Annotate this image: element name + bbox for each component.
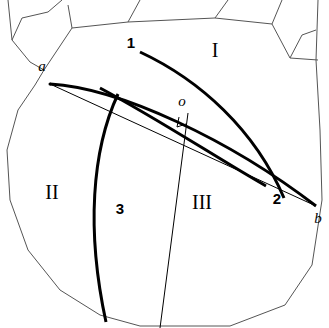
palm-crease [140,52,284,198]
point-a [49,83,52,86]
region-label: II [45,182,58,202]
palm-crease [50,84,316,206]
finger-crease [68,5,72,28]
reference-line [50,84,316,206]
region-label: III [192,192,212,212]
finger-crease [12,0,62,40]
callout-number: 3 [116,201,124,216]
region-label: I [212,40,219,60]
palm-crease [100,88,266,186]
finger-crease [215,0,282,24]
finger-crease [44,0,140,70]
palm-outline [7,0,322,326]
palm-crease [94,94,118,322]
point-label: b [314,211,322,226]
point-label: a [38,59,46,74]
callout-number: 1 [127,35,135,50]
finger-crease [290,30,316,58]
point-label: o [178,94,186,109]
callout-number: 2 [273,191,281,206]
finger-crease [272,24,318,60]
finger-crease [128,0,228,22]
perpendicular-line [160,113,188,328]
